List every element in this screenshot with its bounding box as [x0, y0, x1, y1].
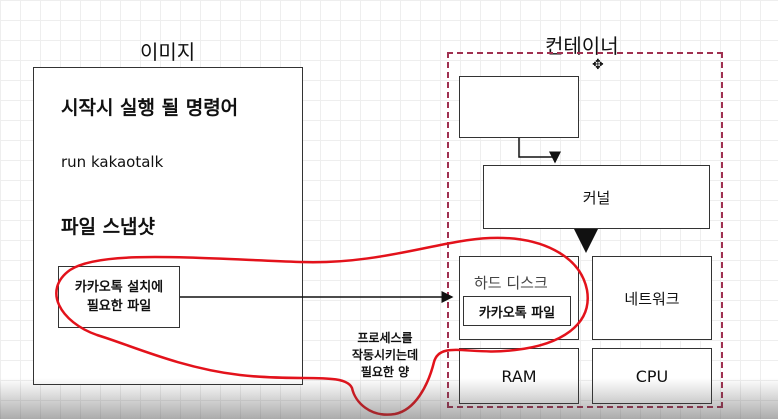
cpu-label: CPU [635, 366, 669, 386]
hard-disk-label: 하드 디스크 [474, 274, 548, 292]
kakaotalk-file-label: 카카오톡 파일 [478, 305, 556, 321]
file-snapshot-heading: 파일 스냅샷 [61, 216, 156, 238]
cpu-box: CPU [592, 348, 712, 404]
container-boundary [447, 52, 723, 408]
install-files-line2: 필요한 파일 [86, 299, 152, 314]
run-command-text: run kakaotalk [61, 153, 164, 171]
startup-command-heading: 시작시 실행 될 명령어 [61, 97, 239, 119]
network-box: 네트워크 [592, 256, 712, 340]
process-to-kernel-connector [518, 138, 561, 164]
image-box [33, 67, 303, 385]
annotation-text: 프로세스를 작동시키는데 필요한 양 [335, 330, 435, 381]
red-annotation-loop [55, 236, 589, 416]
image-title: 이미지 [140, 40, 196, 64]
install-files-line1: 카카오톡 설치에 [74, 280, 164, 295]
annotation-line2: 작동시키는데 [351, 348, 419, 362]
container-title: 컨테이너 [545, 34, 619, 58]
process-box [459, 76, 579, 138]
install-files-box: 카카오톡 설치에 필요한 파일 [58, 266, 180, 328]
ram-label: RAM [501, 366, 537, 386]
kernel-box: 커널 [483, 165, 710, 229]
kakaotalk-file-box: 카카오톡 파일 [463, 296, 571, 326]
annotation-line1: 프로세스를 [357, 331, 413, 345]
crosshair-cursor-icon: ✥ [592, 57, 604, 73]
kernel-label: 커널 [582, 188, 611, 207]
network-label: 네트워크 [624, 289, 680, 308]
annotation-line3: 필요한 양 [360, 365, 410, 379]
